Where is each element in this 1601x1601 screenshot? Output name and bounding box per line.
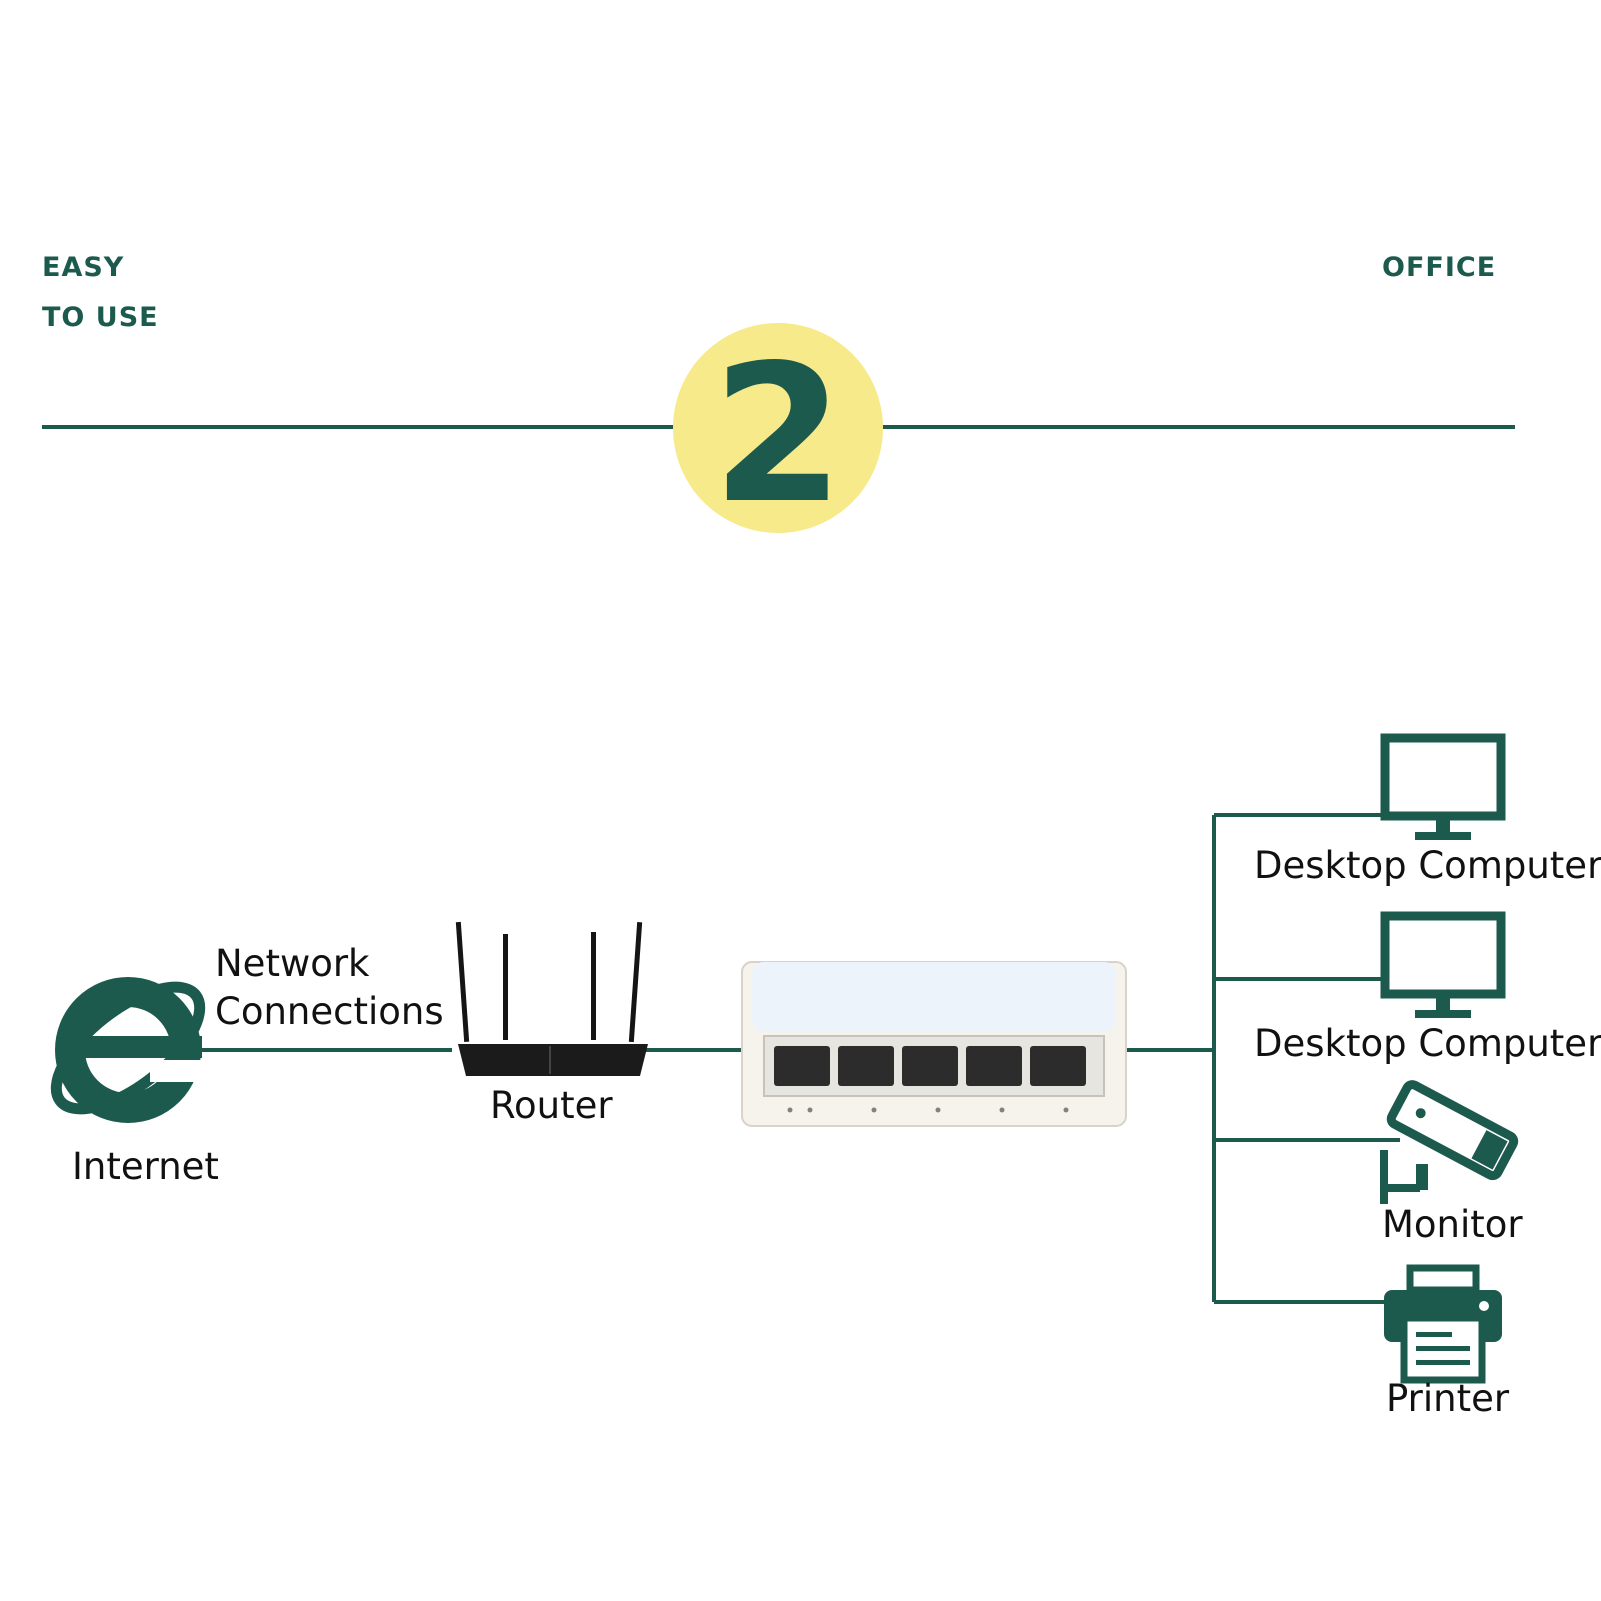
- router-antenna: [455, 921, 470, 1042]
- router-body: [458, 1044, 648, 1076]
- internet-icon-e-bar: [72, 1036, 202, 1058]
- step-badge: [673, 323, 883, 533]
- switch-port: [902, 1046, 958, 1086]
- label-desktop-computer-2: Desktop Computer: [1254, 1022, 1601, 1065]
- tag-easy-to-use: EASY TO USE: [42, 243, 159, 343]
- router-antenna: [503, 934, 508, 1040]
- label-internet: Internet: [72, 1145, 219, 1188]
- switch-ports: [774, 1046, 1086, 1086]
- internet-icon: [50, 977, 210, 1123]
- tag-office: OFFICE: [1382, 252, 1497, 283]
- switch-port: [838, 1046, 894, 1086]
- desktop-icon: [1380, 911, 1506, 1018]
- label-monitor: Monitor: [1382, 1203, 1523, 1246]
- label-network-connections: Network Connections: [215, 940, 444, 1036]
- printer-icon: [1384, 1264, 1502, 1384]
- switch-port: [774, 1046, 830, 1086]
- label-network: Network: [215, 942, 370, 985]
- step-number: 2: [712, 324, 844, 545]
- label-printer: Printer: [1386, 1377, 1510, 1420]
- switch-top: [752, 962, 1116, 1032]
- camera-icon: [1380, 1080, 1519, 1204]
- label-connections: Connections: [215, 990, 444, 1033]
- switch-icon: [741, 961, 1127, 1127]
- switch-port: [1030, 1046, 1086, 1086]
- label-desktop-computer-1: Desktop Computer: [1254, 844, 1601, 887]
- connection-lines: [200, 813, 1400, 1304]
- tag-easy: EASY: [42, 252, 125, 283]
- switch-port: [966, 1046, 1022, 1086]
- label-router: Router: [490, 1084, 613, 1127]
- router-icon: [455, 921, 648, 1076]
- router-antenna: [591, 932, 596, 1040]
- desktop-icon: [1380, 733, 1506, 840]
- router-antenna: [628, 922, 643, 1043]
- internet-icon-e-gap: [150, 1060, 210, 1082]
- tag-to-use: TO USE: [42, 302, 159, 333]
